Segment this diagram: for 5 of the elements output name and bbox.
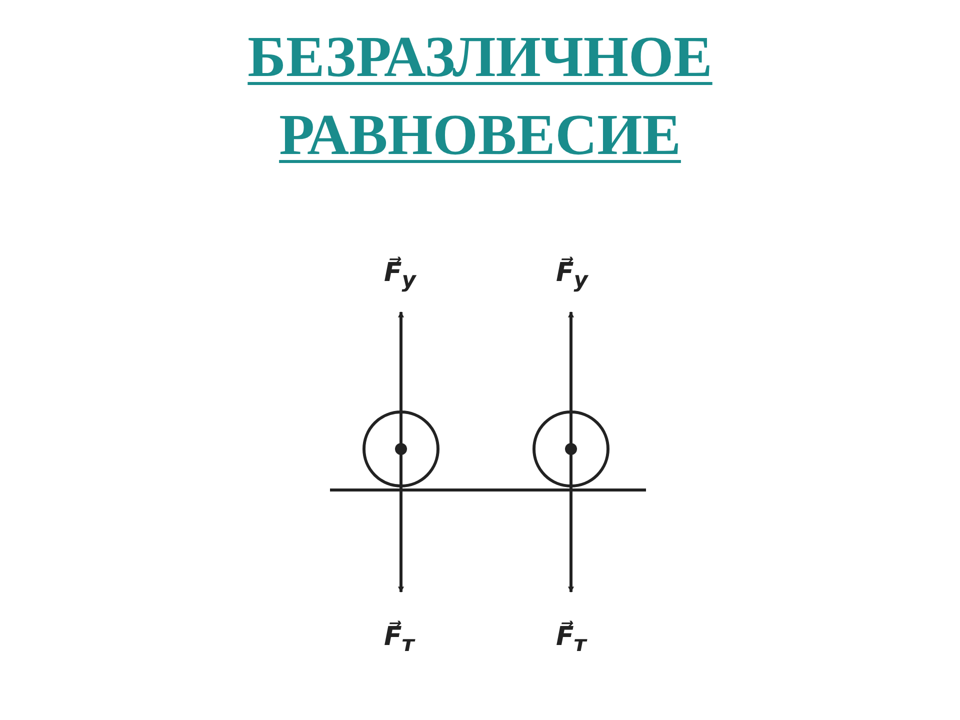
force-label: F⃗$_{у}$ xyxy=(556,258,588,294)
force-label: F⃗$_{т}$ xyxy=(384,622,414,658)
force-label: F⃗$_{у}$ xyxy=(384,258,416,294)
force-label: F⃗$_{т}$ xyxy=(556,622,586,658)
title: БЕЗРАЗЛИЧНОЕ РАВНОВЕСИЕ xyxy=(246,23,714,169)
